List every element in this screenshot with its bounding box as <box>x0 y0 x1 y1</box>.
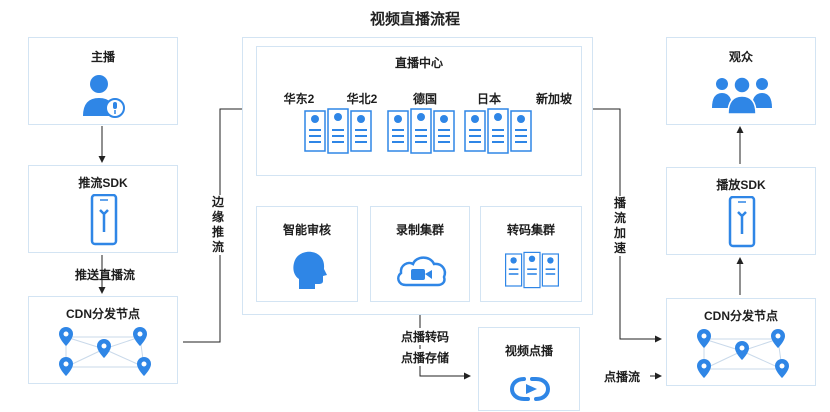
cdn-right-box: CDN分发节点 <box>666 298 816 386</box>
transcode-server-icon <box>505 251 559 289</box>
audience-group-icon <box>712 76 772 114</box>
transcode-label: 转码集群 <box>506 223 555 237</box>
phone-wrench-icon-right <box>728 196 756 248</box>
record-box: 录制集群 <box>370 206 470 302</box>
record-label: 录制集群 <box>395 223 444 237</box>
cdn-left-label: CDN分发节点 <box>66 307 140 321</box>
anchor-label: 主播 <box>90 50 115 64</box>
cdn-nodes-icon-right <box>697 329 789 378</box>
audience-label: 观众 <box>728 50 753 64</box>
head-profile-icon <box>293 251 327 289</box>
server-cluster-icon-2 <box>387 108 455 154</box>
transcode-box: 转码集群 <box>480 206 582 302</box>
cdn-left-box: CDN分发节点 <box>28 296 178 384</box>
vod-transcode-label: 点播转码 <box>395 328 455 345</box>
cdn-nodes-icon-left <box>59 327 151 376</box>
region-label-japan: 日本 <box>476 92 501 106</box>
play-accel-label: 播流加速 <box>613 196 627 256</box>
audience-box: 观众 <box>666 37 816 125</box>
play-sdk-label: 播放SDK <box>716 178 766 192</box>
edge-push-label: 边缘推流 <box>211 195 225 255</box>
region-label-north-china-2: 华北2 <box>346 92 378 106</box>
server-cluster-icon-3 <box>464 108 532 154</box>
anchor-box: 主播 <box>28 37 178 125</box>
live-center-label: 直播中心 <box>394 56 443 70</box>
play-sdk-box: 播放SDK <box>666 167 816 255</box>
cloud-camera-icon <box>397 256 447 287</box>
vod-storage-label: 点播存储 <box>395 349 455 366</box>
vod-link-play-icon <box>510 377 550 401</box>
region-label-singapore: 新加坡 <box>535 92 572 106</box>
diagram-title: 视频直播流程 <box>369 11 460 28</box>
vod-label: 视频点播 <box>504 344 553 358</box>
push-sdk-label: 推流SDK <box>78 176 128 190</box>
server-cluster-icon-1 <box>304 108 372 154</box>
review-box: 智能审核 <box>256 206 358 302</box>
push-sdk-box: 推流SDK <box>28 165 178 253</box>
anchor-person-icon <box>83 75 125 118</box>
arrow-record-to-vod <box>419 302 471 380</box>
review-label: 智能审核 <box>282 223 331 237</box>
region-label-germany: 德国 <box>412 92 437 106</box>
phone-wrench-icon <box>90 194 118 246</box>
vod-box: 视频点播 <box>478 327 580 411</box>
vod-stream-label: 点播流 <box>594 368 650 385</box>
cdn-right-label: CDN分发节点 <box>704 309 778 323</box>
push-stream-label: 推送直播流 <box>74 268 135 282</box>
region-label-east-china-2: 华东2 <box>283 92 315 106</box>
